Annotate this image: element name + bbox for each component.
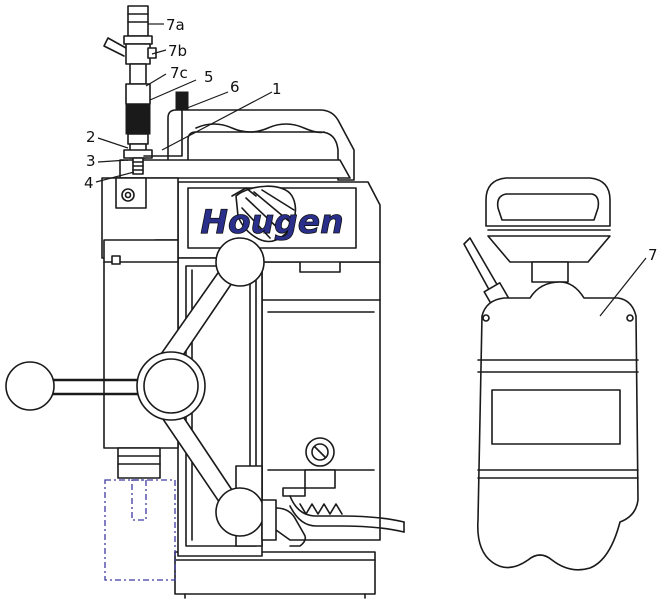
callout-6: 6	[230, 78, 240, 96]
callout-7c: 7c	[170, 64, 188, 82]
feed-handles	[5, 237, 265, 537]
magnet-base	[174, 551, 376, 599]
callout-2: 2	[86, 128, 96, 146]
callout-5: 5	[204, 68, 214, 86]
callout-1: 1	[272, 80, 282, 98]
callout-7a: 7a	[166, 16, 185, 34]
feed-handle-knob	[215, 237, 265, 287]
magnetic-drill: Hougen	[5, 5, 405, 599]
brand-plate: Hougen	[187, 185, 357, 249]
callout-7: 7	[648, 246, 658, 264]
carry-handle	[167, 109, 355, 181]
callout-3: 3	[86, 152, 96, 170]
coolant-bottle	[463, 177, 639, 571]
callout-labels: 7a 7b 7c 5 6 1 2 3 4 7	[84, 16, 658, 264]
top-cover	[119, 159, 351, 179]
coolant-fitting-assembly	[103, 5, 157, 175]
annular-cutter-outline	[104, 479, 176, 581]
spindle-slide	[101, 177, 179, 479]
callout-7b: 7b	[168, 42, 187, 60]
callout-4: 4	[84, 174, 94, 192]
feed-handle-knob	[215, 487, 265, 537]
cutter-logo-icon	[231, 185, 297, 243]
brand-logo-text: Hougen	[200, 202, 343, 241]
feed-handle-knob	[5, 361, 55, 411]
coolant-hose	[261, 495, 405, 547]
motor-housing	[261, 257, 381, 541]
leader-lines	[95, 23, 647, 317]
stop-bracket	[143, 91, 189, 157]
